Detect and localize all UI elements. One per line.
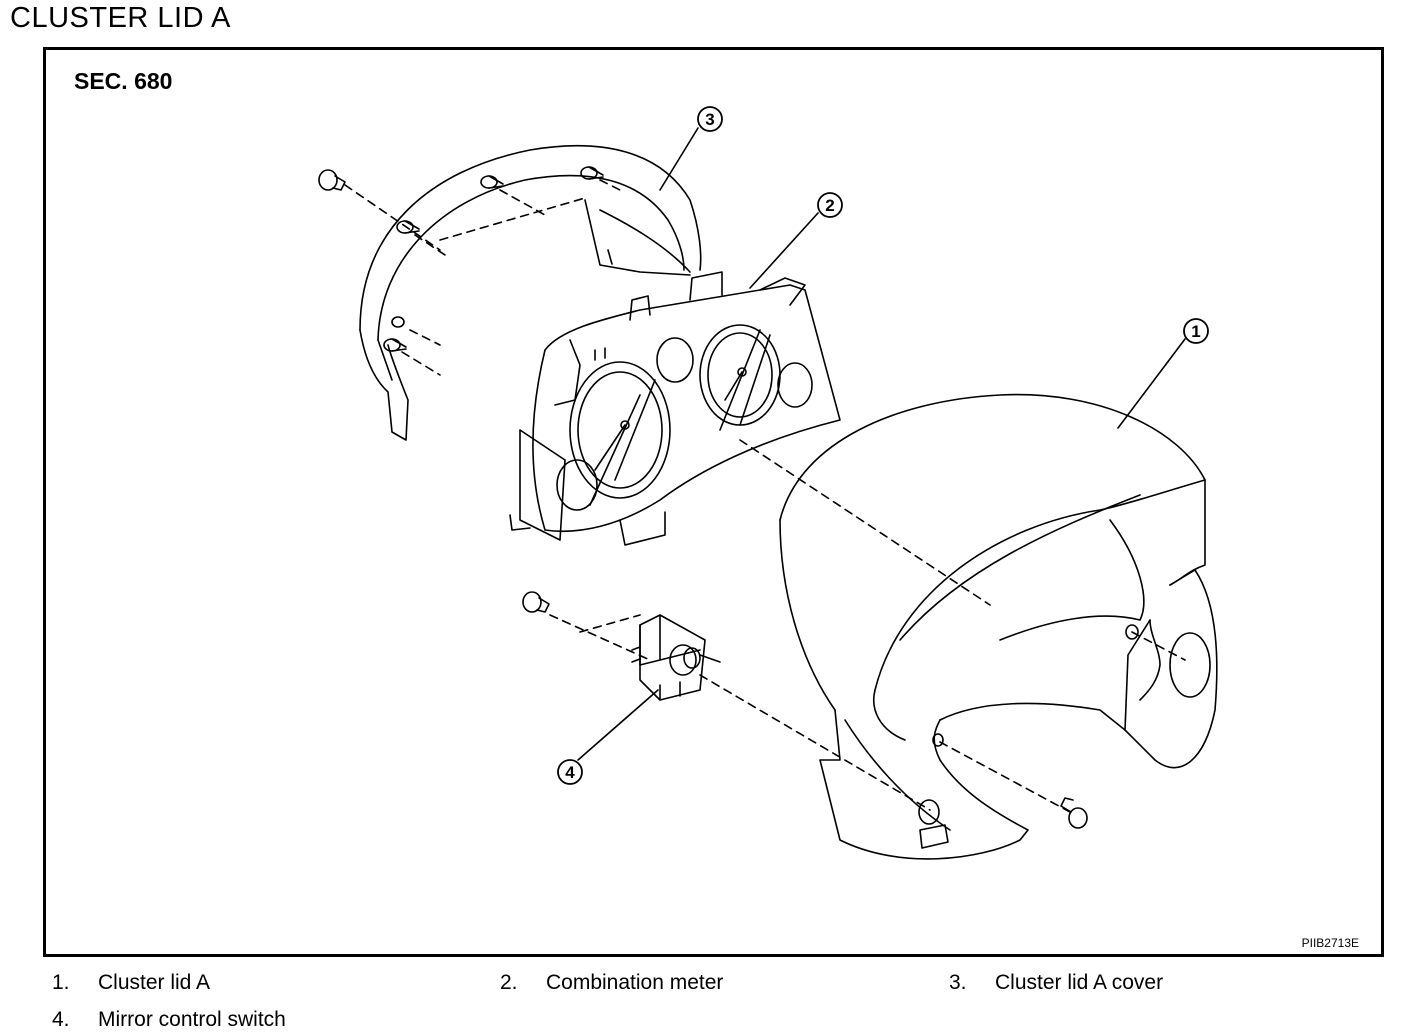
assembly-lines-meter bbox=[739, 439, 991, 606]
callout-circles bbox=[557, 106, 1209, 785]
callout-1: 1 bbox=[1191, 322, 1200, 341]
figure-code: PIIB2713E bbox=[1301, 936, 1359, 950]
screw-part bbox=[1060, 797, 1088, 829]
section-label: SEC. 680 bbox=[74, 68, 173, 94]
assembly-lines-switch bbox=[549, 614, 651, 661]
screw-part bbox=[318, 169, 346, 191]
exploded-view-diagram: 1 2 3 4 bbox=[318, 106, 1218, 860]
legend-label: Cluster lid A bbox=[98, 971, 211, 994]
screw-part bbox=[522, 591, 550, 613]
callout-2: 2 bbox=[825, 196, 834, 215]
legend-label: Combination meter bbox=[546, 971, 724, 994]
assembly-lines-lid bbox=[699, 631, 1186, 813]
diagram-frame: SEC. 680 PIIB2713E bbox=[43, 47, 1384, 957]
page-title: CLUSTER LID A bbox=[10, 2, 231, 34]
parts-legend: 1. Cluster lid A 2. Combination meter 3.… bbox=[0, 966, 1408, 1036]
legend-number: 2. bbox=[500, 971, 518, 994]
legend-number: 4. bbox=[52, 1008, 70, 1031]
legend-number: 1. bbox=[52, 971, 70, 994]
legend-label: Cluster lid A cover bbox=[995, 971, 1164, 994]
cluster-lid-a-part bbox=[779, 393, 1218, 860]
legend-label: Mirror control switch bbox=[98, 1008, 286, 1031]
callout-4: 4 bbox=[565, 763, 575, 782]
callout-leaders bbox=[577, 127, 1186, 761]
mirror-control-switch-part bbox=[631, 614, 721, 701]
combination-meter-part bbox=[509, 271, 841, 546]
cluster-lid-a-cover-part bbox=[359, 144, 702, 441]
assembly-lines-cover bbox=[344, 179, 621, 376]
callout-3: 3 bbox=[705, 110, 714, 129]
legend-number: 3. bbox=[949, 971, 967, 994]
